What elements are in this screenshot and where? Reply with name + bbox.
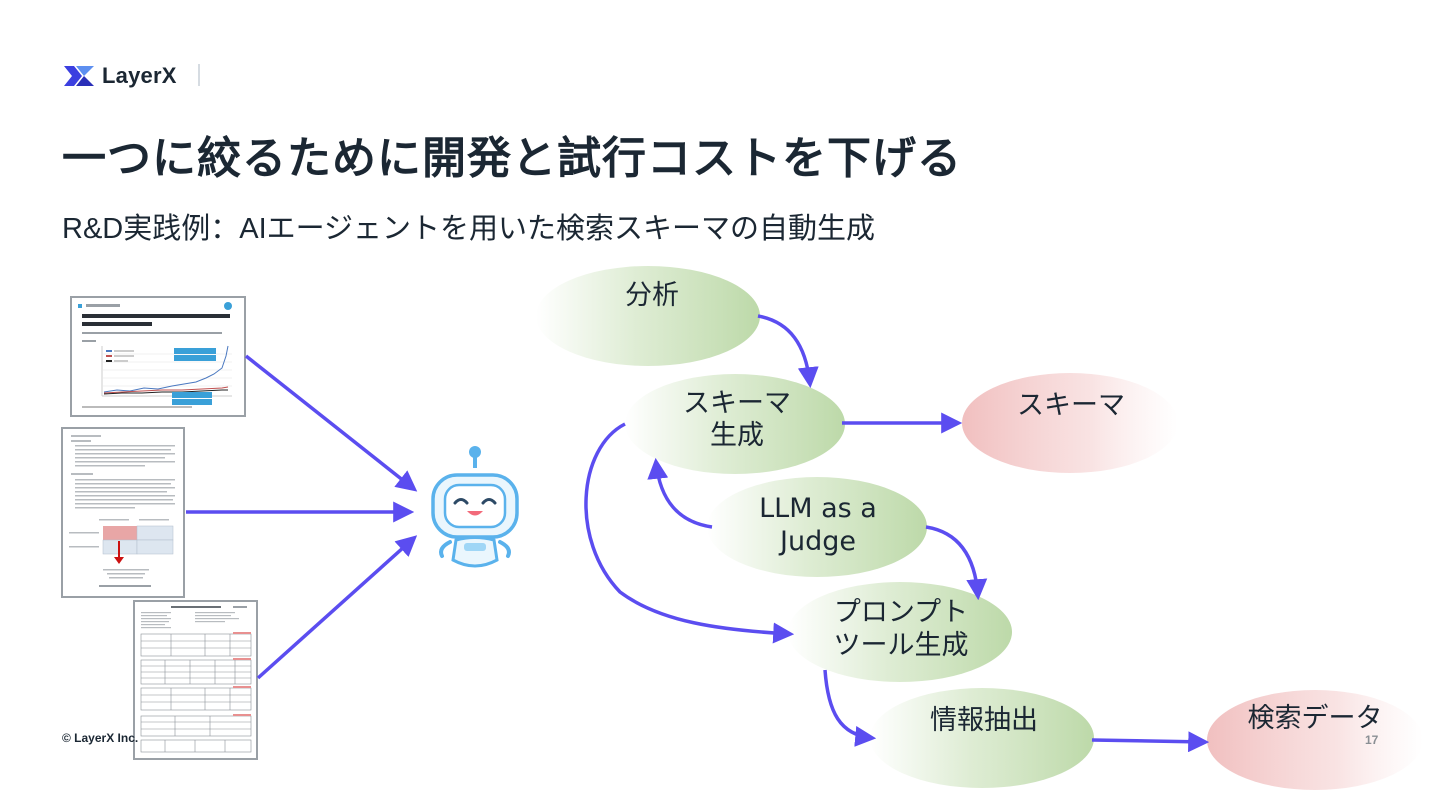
label-schema-generation-line1: スキーマ	[683, 388, 791, 419]
arrow-judge-to-schema-generation	[647, 457, 713, 529]
label-prompt-tool-line1: プロンプト	[834, 597, 968, 628]
layerx-logo-icon	[64, 66, 94, 86]
label-information-extraction: 情報抽出	[930, 705, 1038, 736]
arrow-judge-to-prompt-tool	[925, 525, 988, 601]
arrow-doc1-to-agent	[244, 354, 418, 492]
arrow-prompt-tool-to-extraction	[823, 669, 877, 747]
slide-subtitle: R&D実践例：AIエージェントを用いた検索スキーマの自動生成	[62, 213, 876, 245]
arrow-doc3-to-agent	[256, 535, 418, 680]
document-thumbnail-report	[61, 427, 185, 598]
arrow-schema-generation-loop-to-prompt-tool	[584, 422, 795, 644]
document-thumbnail-chart	[70, 296, 246, 417]
label-prompt-tool-line2: ツール生成	[834, 630, 969, 661]
node-information-extraction	[870, 688, 1094, 788]
header-divider	[198, 64, 200, 86]
copyright-text: © LayerX Inc.	[62, 731, 139, 745]
arrow-analysis-to-schema-generation	[757, 314, 819, 389]
label-analysis: 分析	[625, 280, 679, 311]
label-schema-generation-line2: 生成	[710, 420, 764, 451]
robot-icon	[431, 446, 519, 568]
layerx-logo: LayerX	[62, 60, 177, 92]
slide-title: 一つに絞るために開発と試行コストを下げる	[62, 134, 962, 183]
arrow-extraction-to-search-data	[1091, 731, 1210, 753]
node-analysis	[536, 266, 760, 366]
document-form-preview	[140, 606, 252, 753]
node-prompt-tool-generation	[788, 582, 1012, 682]
label-llm-judge-line2: Judge	[778, 526, 856, 557]
document-chart-preview	[78, 302, 232, 408]
label-search-data: 検索データ	[1248, 703, 1383, 734]
node-llm-judge	[707, 477, 927, 577]
page-number: 17	[1365, 733, 1379, 747]
label-llm-judge-line1: LLM as a	[759, 493, 877, 524]
document-thumbnail-form	[133, 600, 258, 760]
document-report-preview	[69, 435, 175, 587]
label-schema-output: スキーマ	[1017, 390, 1125, 421]
node-search-data	[1207, 690, 1423, 790]
brand-name: LayerX	[102, 63, 177, 88]
node-schema-generation	[625, 374, 845, 474]
node-schema-output	[962, 373, 1178, 473]
